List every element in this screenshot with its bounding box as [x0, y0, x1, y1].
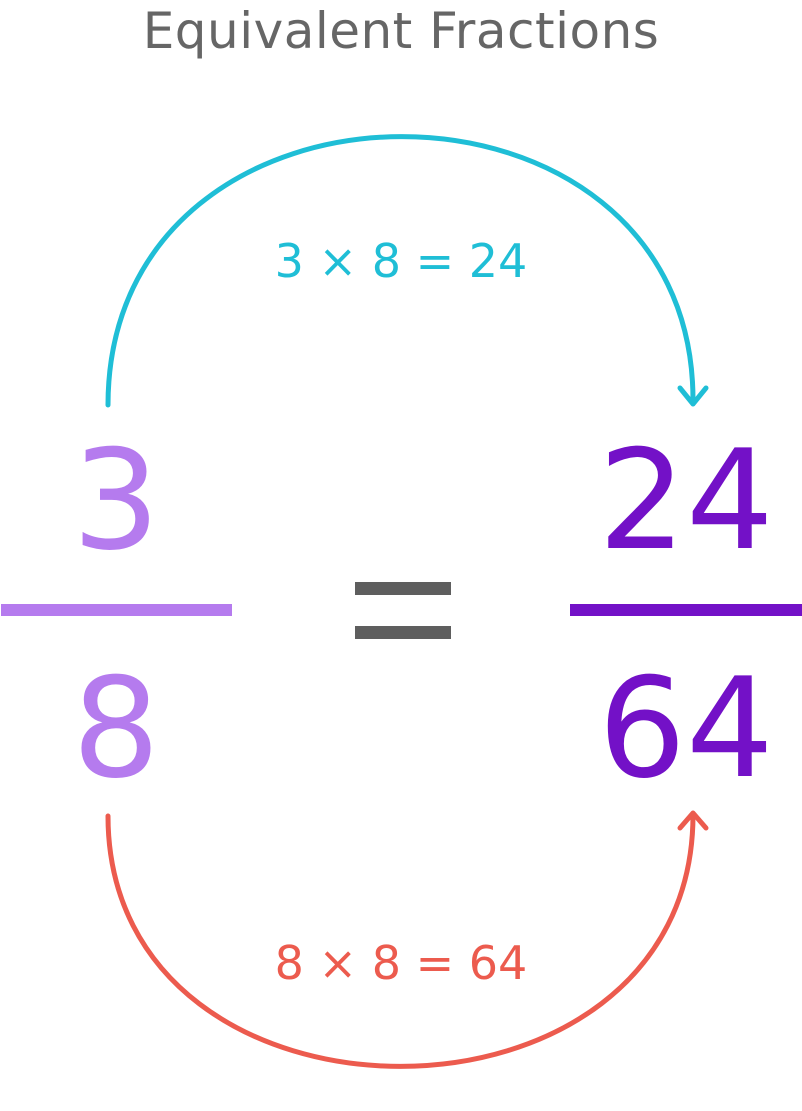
bottom-step-label: 8 × 8 = 64 [274, 936, 528, 990]
bottom-arrowhead-icon [677, 810, 709, 831]
equals-bottom-bar [355, 626, 451, 639]
diagram-title: Equivalent Fractions [142, 2, 660, 60]
right-numerator: 24 [598, 420, 774, 581]
top-arrowhead-icon [677, 385, 709, 407]
top-arrow-arc [105, 134, 696, 408]
right-denominator: 64 [598, 648, 774, 809]
left-fraction-bar [1, 604, 232, 616]
equals-top-bar [355, 582, 451, 595]
right-fraction-bar [570, 604, 802, 616]
left-numerator: 3 [72, 420, 160, 581]
left-denominator: 8 [72, 648, 160, 809]
top-step-label: 3 × 8 = 24 [274, 234, 528, 288]
bottom-arrow-arc [105, 812, 696, 1069]
